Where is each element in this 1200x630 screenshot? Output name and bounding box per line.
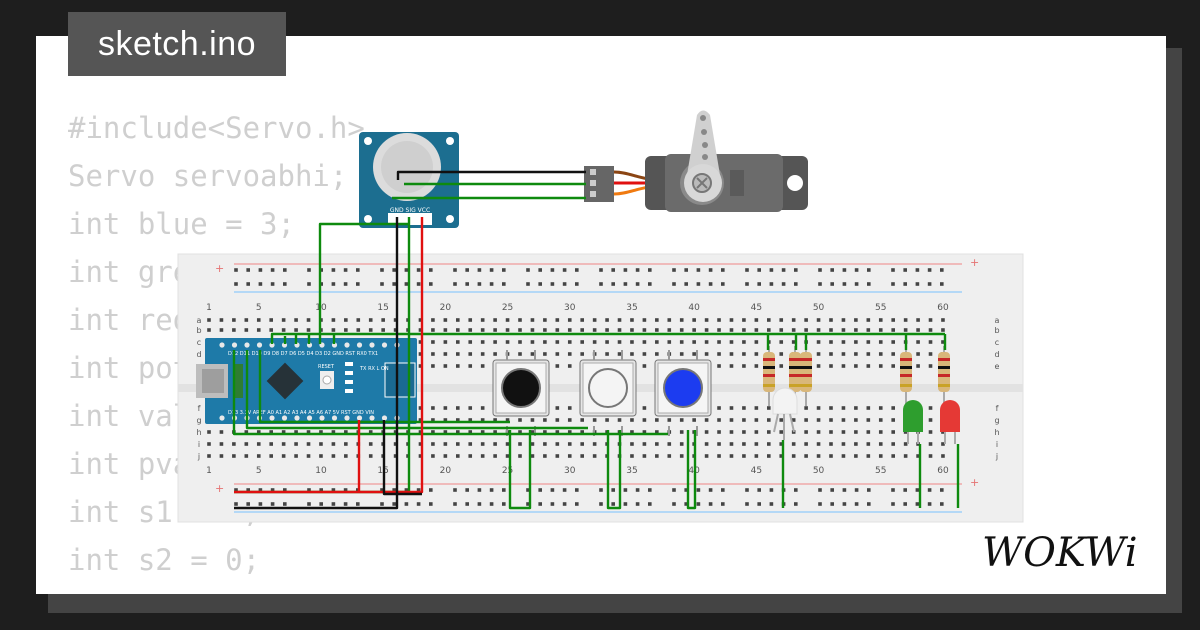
rgb-led[interactable] (772, 387, 798, 440)
sketch-title[interactable]: sketch.ino (68, 12, 286, 76)
column-number: 45 (751, 303, 762, 313)
button-cap[interactable] (501, 368, 541, 408)
resistor[interactable] (789, 346, 801, 406)
column-number: 50 (813, 303, 825, 313)
column-number: 35 (626, 466, 637, 476)
column-number: 35 (626, 303, 637, 313)
row-letter: f (996, 404, 999, 413)
push-buttons (492, 350, 712, 436)
row-letter: f (198, 404, 201, 413)
wires (232, 170, 960, 510)
column-number: 1 (206, 303, 212, 313)
column-number: 55 (875, 466, 886, 476)
rail-plus-label: + (970, 476, 979, 489)
column-number: 20 (440, 303, 452, 313)
column-number: 20 (440, 466, 452, 476)
row-letter: d (196, 350, 201, 359)
push-button[interactable] (654, 350, 712, 436)
code-line: int s2 = 0; (68, 543, 261, 577)
push-button[interactable] (579, 350, 637, 436)
row-letter: h (994, 428, 999, 437)
column-number: 60 (937, 466, 949, 476)
row-letter: c (995, 338, 999, 347)
row-letter: j (995, 452, 998, 461)
column-number: 40 (688, 303, 700, 313)
push-button[interactable] (492, 350, 550, 436)
row-letter: b (994, 326, 999, 335)
resistor[interactable] (900, 346, 912, 406)
arduino-top-pin-labels: D12 D11 D10 D9 D8 D7 D6 D5 D4 D3 D2 GND … (228, 351, 378, 357)
wokwi-logo: WOKWi (982, 530, 1138, 576)
column-number: 30 (564, 303, 576, 313)
button-cap[interactable] (663, 368, 703, 408)
column-number: 25 (502, 303, 513, 313)
resistor[interactable] (938, 346, 950, 406)
green-led[interactable] (903, 400, 923, 444)
pot-pin-labels: GND SIG VCC (390, 207, 430, 214)
row-letter: j (197, 452, 200, 461)
resistor[interactable] (800, 346, 812, 406)
resistors (763, 346, 950, 406)
code-line: Servo servoabhi; (68, 159, 348, 193)
column-number: 50 (813, 466, 825, 476)
row-letter: d (994, 350, 999, 359)
potentiometer[interactable]: GND SIG VCC (359, 132, 459, 228)
rail-plus-label: + (970, 256, 979, 269)
code-line: int s3 = 0; (68, 584, 365, 594)
column-number: 15 (377, 303, 388, 313)
column-number: 1 (206, 466, 212, 476)
code-line: int blue = 3; (68, 207, 295, 241)
row-letter: h (196, 428, 201, 437)
row-letter: g (196, 416, 201, 425)
row-letter: c (197, 338, 201, 347)
row-letter: i (996, 440, 998, 449)
arduino-nano[interactable]: D12 D11 D10 D9 D8 D7 D6 D5 D4 D3 D2 GND … (196, 338, 417, 424)
led-labels: TX RX L ON (359, 366, 389, 372)
servo-motor[interactable] (584, 110, 808, 213)
resistor[interactable] (763, 346, 775, 406)
code-line: #include<Servo.h> (68, 111, 365, 145)
row-letter: a (197, 316, 202, 325)
row-letter: g (994, 416, 999, 425)
row-letter: b (196, 326, 201, 335)
rail-plus-label: + (215, 482, 224, 495)
row-letter: a (995, 316, 1000, 325)
column-number: 45 (751, 466, 762, 476)
column-number: 5 (256, 303, 262, 313)
column-number: 60 (937, 303, 949, 313)
column-number: 30 (564, 466, 576, 476)
column-number: 5 (256, 466, 262, 476)
column-number: 25 (502, 466, 513, 476)
svg-text:WOKWi: WOKWi (982, 530, 1138, 576)
button-cap[interactable] (588, 368, 628, 408)
red-led[interactable] (940, 400, 960, 444)
row-letter: i (198, 440, 200, 449)
row-letter: e (995, 362, 1000, 371)
arduino-bottom-pin-labels: D13 3.3V AREF A0 A1 A2 A3 A4 A5 A6 A7 5V… (228, 410, 374, 416)
column-number: 10 (315, 466, 327, 476)
reset-label: RESET (318, 364, 335, 370)
rail-plus-label: + (215, 262, 224, 275)
column-number: 55 (875, 303, 886, 313)
